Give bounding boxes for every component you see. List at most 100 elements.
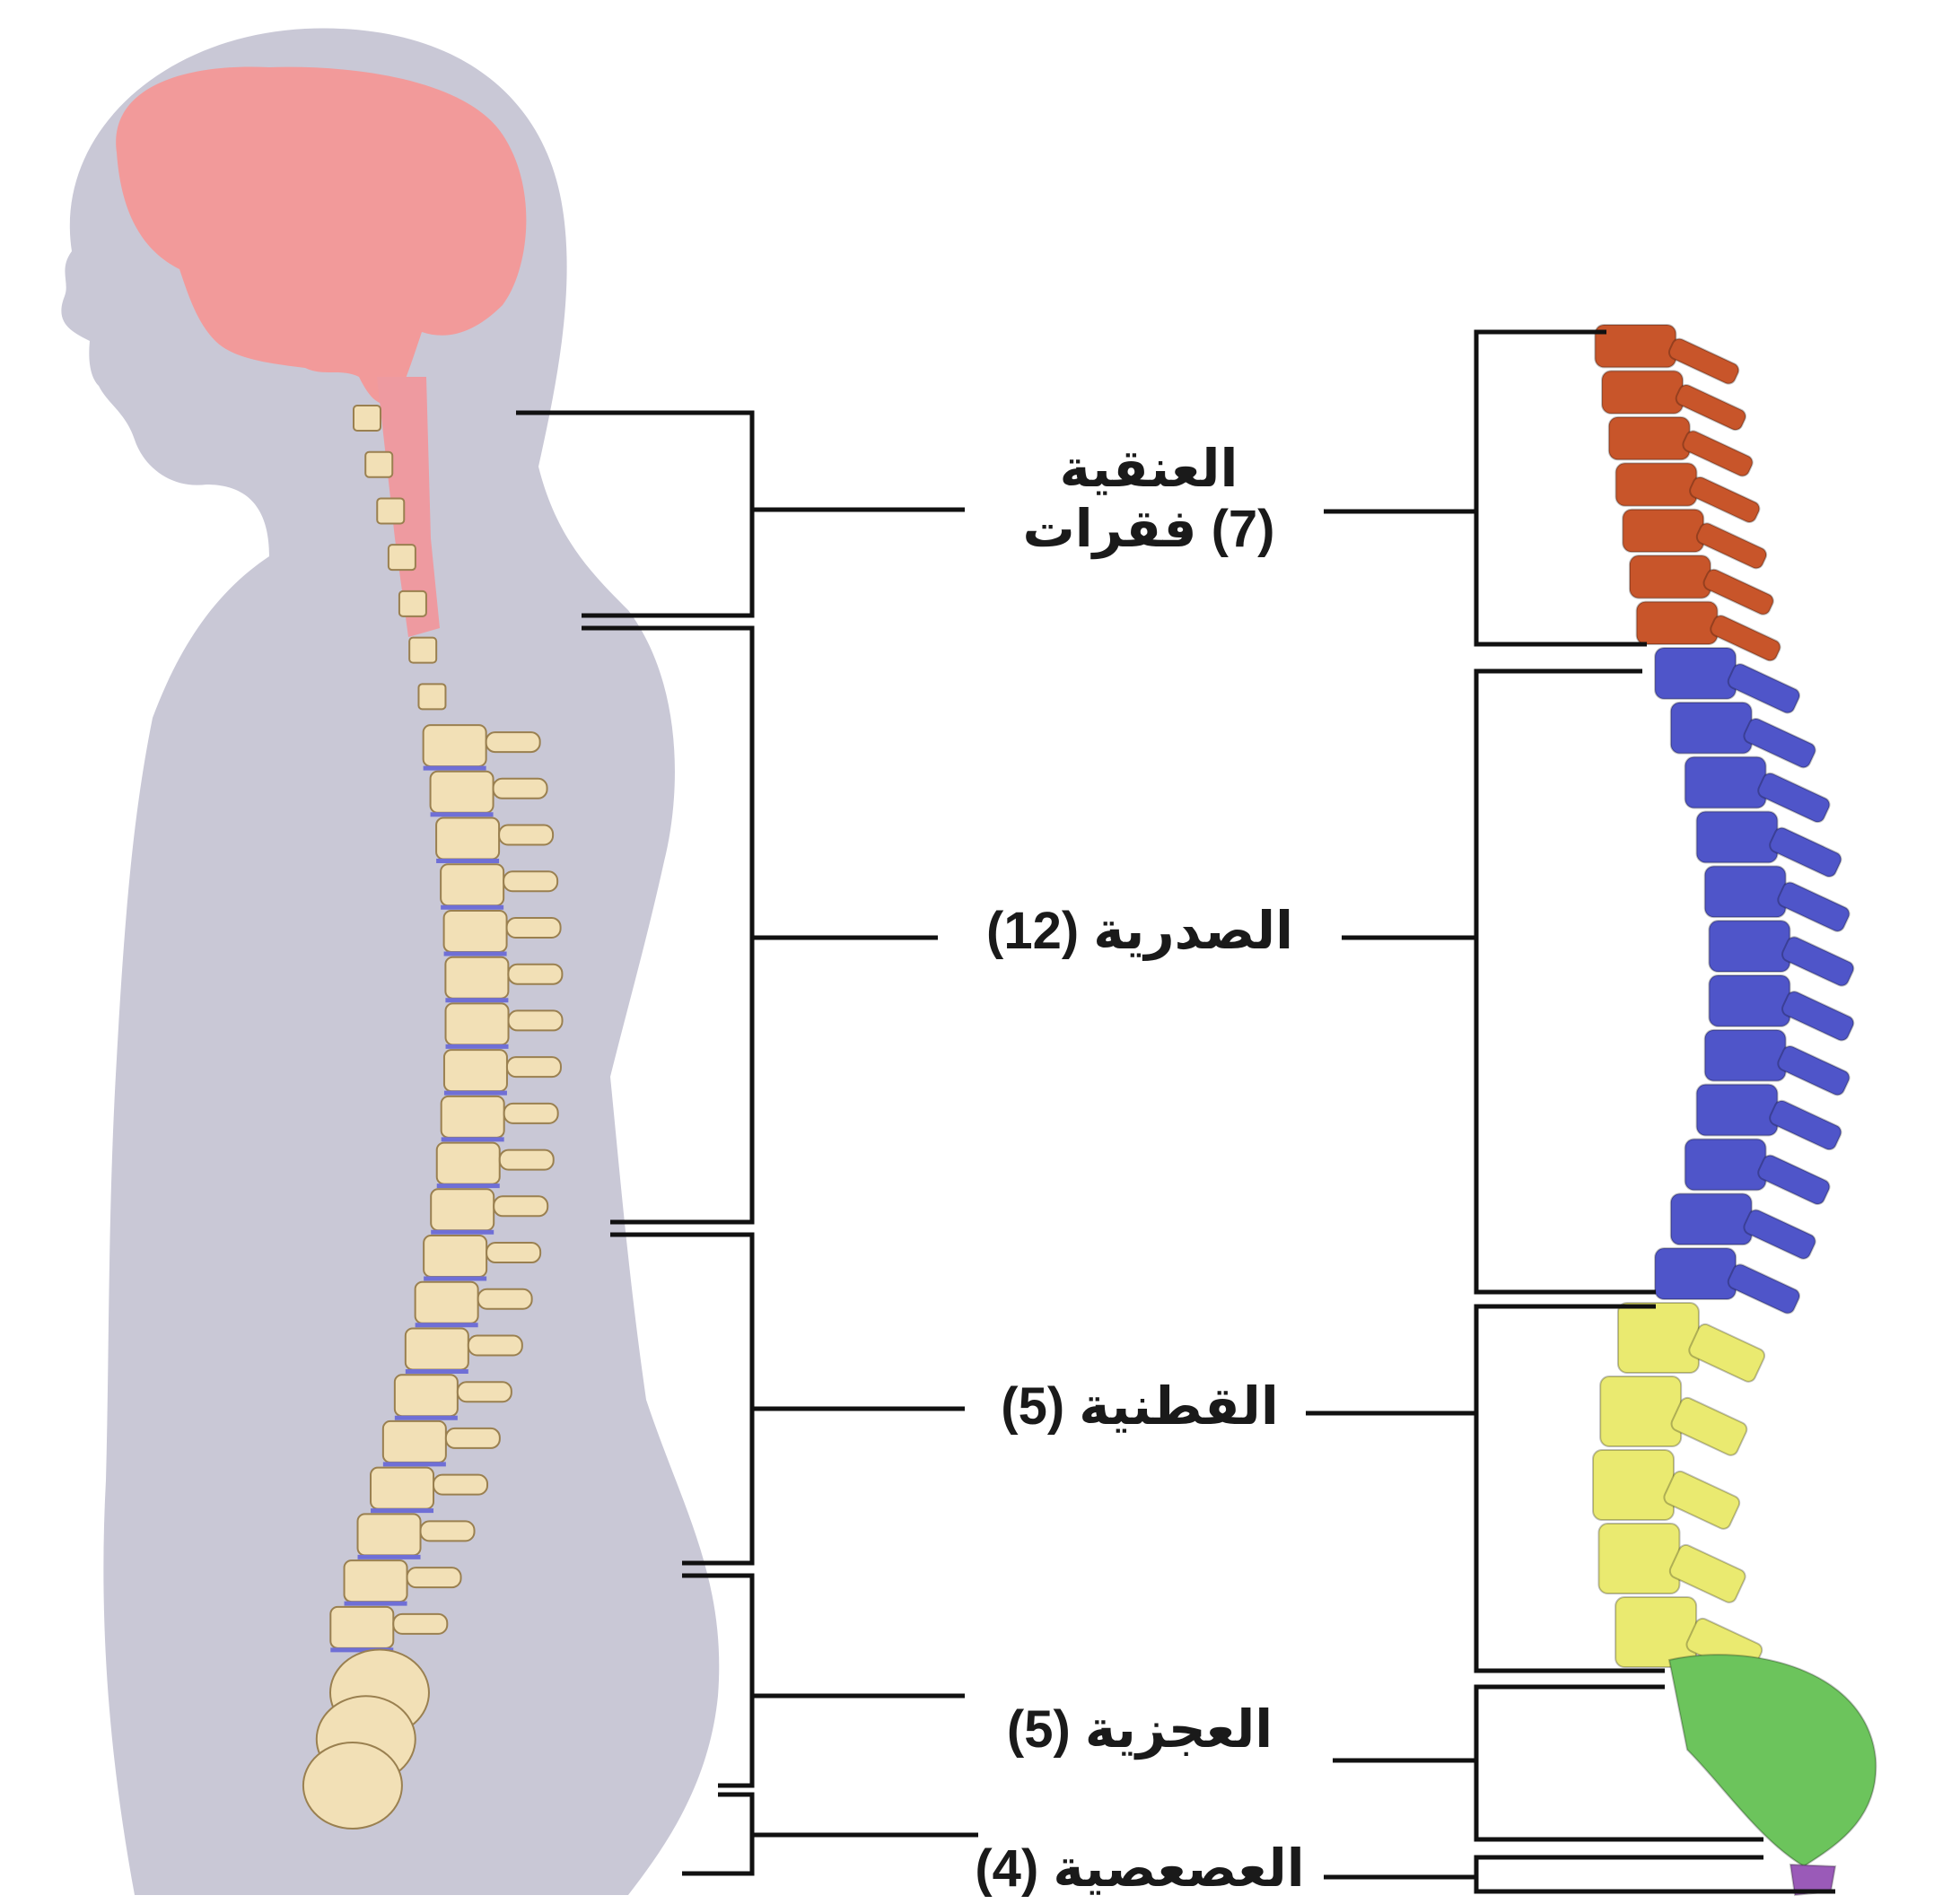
bracket-left-sacral	[682, 1573, 755, 1788]
label-cervical-name: العنقية	[1059, 440, 1238, 498]
body-spine	[302, 405, 564, 1830]
thoracic-vertebra-body	[1684, 755, 1767, 809]
brain	[116, 66, 527, 405]
cervical-vertebra-process	[1710, 615, 1781, 662]
lumbar-vertebra-body	[1599, 1376, 1683, 1447]
vertebra-body	[430, 1188, 495, 1232]
sacrum-segment	[302, 1742, 403, 1830]
vertebra-body	[356, 1513, 422, 1557]
spinous-process	[507, 963, 564, 985]
bracket-left-coccygeal	[682, 1792, 755, 1876]
spinous-process	[467, 1334, 523, 1357]
label-thoracic: الصدرية (12)	[951, 902, 1328, 962]
cervical-vertebra	[353, 405, 381, 432]
thoracic-vertebra-body	[1669, 1192, 1753, 1246]
vertebra-body	[381, 1419, 447, 1463]
vertebra-body	[429, 770, 494, 814]
spinous-process	[477, 1288, 533, 1310]
cervical-vertebra-body	[1601, 370, 1685, 415]
thoracic-vertebra-process	[1757, 1154, 1831, 1205]
cervical-vertebra-process	[1675, 384, 1746, 432]
vertebra-body	[442, 1049, 508, 1093]
label-cervical-count: (7) فقرات	[1022, 499, 1275, 558]
bracket-left-cervical	[516, 410, 755, 618]
cervical-vertebra-body	[1594, 324, 1677, 369]
vertebra-body	[343, 1559, 408, 1603]
spinous-process	[498, 1149, 555, 1171]
label-lumbar-text: القطنية (5)	[1001, 1377, 1279, 1436]
cervical-vertebra-body	[1615, 462, 1698, 507]
thoracic-vertebra-body	[1708, 920, 1791, 973]
spinous-process	[498, 824, 555, 846]
thoracic-vertebra-process	[1727, 663, 1801, 714]
cervical-vertebra	[417, 683, 447, 711]
spinous-process	[493, 1195, 549, 1218]
vertebra-body	[435, 1141, 501, 1185]
bracket-left-lumbar	[610, 1232, 755, 1566]
thoracic-vertebra-body	[1708, 974, 1791, 1027]
cervical-vertebra	[376, 497, 406, 525]
vertebra-body	[370, 1466, 435, 1510]
thoracic-vertebra-body	[1654, 647, 1737, 700]
bracket-right-sacral	[1474, 1684, 1763, 1842]
thoracic-vertebra-process	[1769, 826, 1842, 878]
vertebra-body	[423, 1235, 488, 1279]
vertebra-body	[440, 863, 505, 907]
thoracic-vertebra-process	[1781, 936, 1855, 987]
thoracic-vertebra-process	[1781, 991, 1855, 1042]
lumbar-vertebra-process	[1668, 1543, 1746, 1603]
cervical-vertebra-process	[1667, 337, 1740, 385]
sacrum	[1667, 1654, 1877, 1868]
bracket-left-thoracic	[582, 625, 755, 1225]
lumbar-vertebra-process	[1688, 1323, 1766, 1383]
cervical-vertebra	[408, 636, 438, 664]
cervical-vertebra-body	[1622, 508, 1705, 554]
label-cervical: العنقية (7) فقرات	[996, 440, 1301, 559]
lumbar-vertebra-body	[1616, 1302, 1700, 1374]
thoracic-vertebra-process	[1757, 772, 1831, 824]
label-coccygeal-text: العصعصية (4)	[975, 1839, 1305, 1898]
spinous-process	[444, 1427, 501, 1449]
thoracic-vertebra-process	[1777, 881, 1851, 932]
lumbar-vertebra-body	[1597, 1523, 1681, 1594]
cervical-vertebra	[398, 590, 427, 617]
vertebra-body	[435, 817, 501, 860]
spinal-cord	[377, 377, 440, 637]
lumbar-vertebra-body	[1592, 1449, 1676, 1521]
thoracic-vertebra-process	[1727, 1263, 1801, 1314]
vertebra-body	[444, 1002, 510, 1046]
vertebra-body	[440, 1095, 505, 1139]
thoracic-vertebra-body	[1669, 701, 1753, 755]
cervical-vertebra	[387, 544, 416, 572]
lumbar-vertebra-process	[1663, 1470, 1741, 1530]
thoracic-vertebra-body	[1695, 810, 1779, 864]
thoracic-vertebra-body	[1703, 865, 1787, 919]
spinous-process	[486, 1242, 542, 1264]
cervical-vertebra-process	[1702, 568, 1774, 616]
spinous-process	[505, 916, 562, 939]
spinous-process	[419, 1520, 476, 1542]
spinous-process	[503, 1102, 559, 1124]
cervical-vertebra-body	[1635, 600, 1719, 645]
lumbar-vertebra-process	[1670, 1396, 1748, 1456]
thoracic-vertebra-process	[1777, 1045, 1851, 1096]
thoracic-vertebra-body	[1654, 1247, 1737, 1300]
vertebra-body	[444, 956, 510, 1000]
label-coccygeal: العصعصية (4)	[960, 1839, 1319, 1900]
cervical-vertebra-process	[1689, 476, 1761, 523]
spinous-process	[505, 1056, 562, 1079]
thoracic-vertebra-body	[1695, 1083, 1779, 1137]
spinous-process	[406, 1567, 462, 1589]
thoracic-vertebra-body	[1684, 1138, 1767, 1192]
vertebra-body	[393, 1374, 459, 1418]
right-brackets	[1306, 329, 1835, 1894]
cervical-vertebra-process	[1682, 430, 1754, 477]
spinous-process	[503, 870, 559, 893]
vertebra-body	[414, 1280, 479, 1324]
spinous-process	[456, 1381, 512, 1403]
cervical-vertebra	[364, 450, 394, 478]
thoracic-vertebra-process	[1769, 1099, 1842, 1151]
spinous-process	[492, 777, 548, 799]
vertebra-body	[329, 1605, 395, 1649]
body-silhouette	[61, 28, 720, 1895]
